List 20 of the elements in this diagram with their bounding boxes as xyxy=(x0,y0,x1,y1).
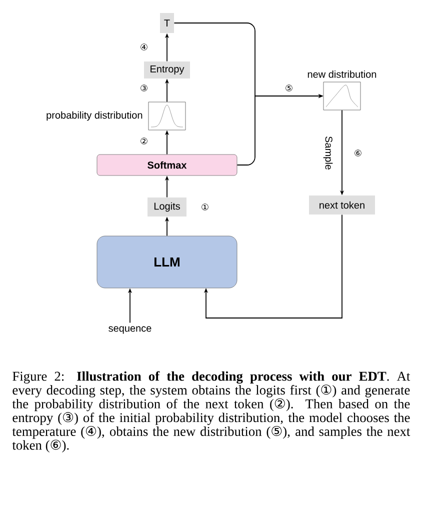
process-box: next token xyxy=(309,196,375,214)
step-number: ④ xyxy=(138,42,150,52)
step-number: ② xyxy=(138,136,150,146)
process-box: Softmax xyxy=(96,154,238,176)
step-number: ① xyxy=(202,204,208,210)
token-box: T xyxy=(160,13,174,33)
step-number: ③ xyxy=(138,84,150,92)
step-number: ⑤ xyxy=(284,84,294,92)
edge-label: Sample xyxy=(322,135,334,171)
input-label: sequence xyxy=(108,326,152,334)
process-box: Logits xyxy=(148,198,186,216)
step-number: ⑥ xyxy=(354,150,362,156)
model-box: LLM xyxy=(96,236,238,288)
caption: Figure 2: Illustration of the decoding process with our EDT. At every decoding step, the system obtains the logits first (①) and generate the probability distribution of the next token (②). Then based on the entropy (③) of the initial probability distribution, the model chooses the temperature (④), obtains the new distribution (⑤), and samples the next token (⑥). xyxy=(12,371,410,452)
chart-label: probability distribution xyxy=(46,111,142,121)
distribution-box xyxy=(323,82,361,110)
arrow xyxy=(204,214,342,318)
distribution-box xyxy=(148,102,186,130)
chart-label: new distribution xyxy=(308,70,376,78)
process-box: Entropy xyxy=(144,62,190,78)
